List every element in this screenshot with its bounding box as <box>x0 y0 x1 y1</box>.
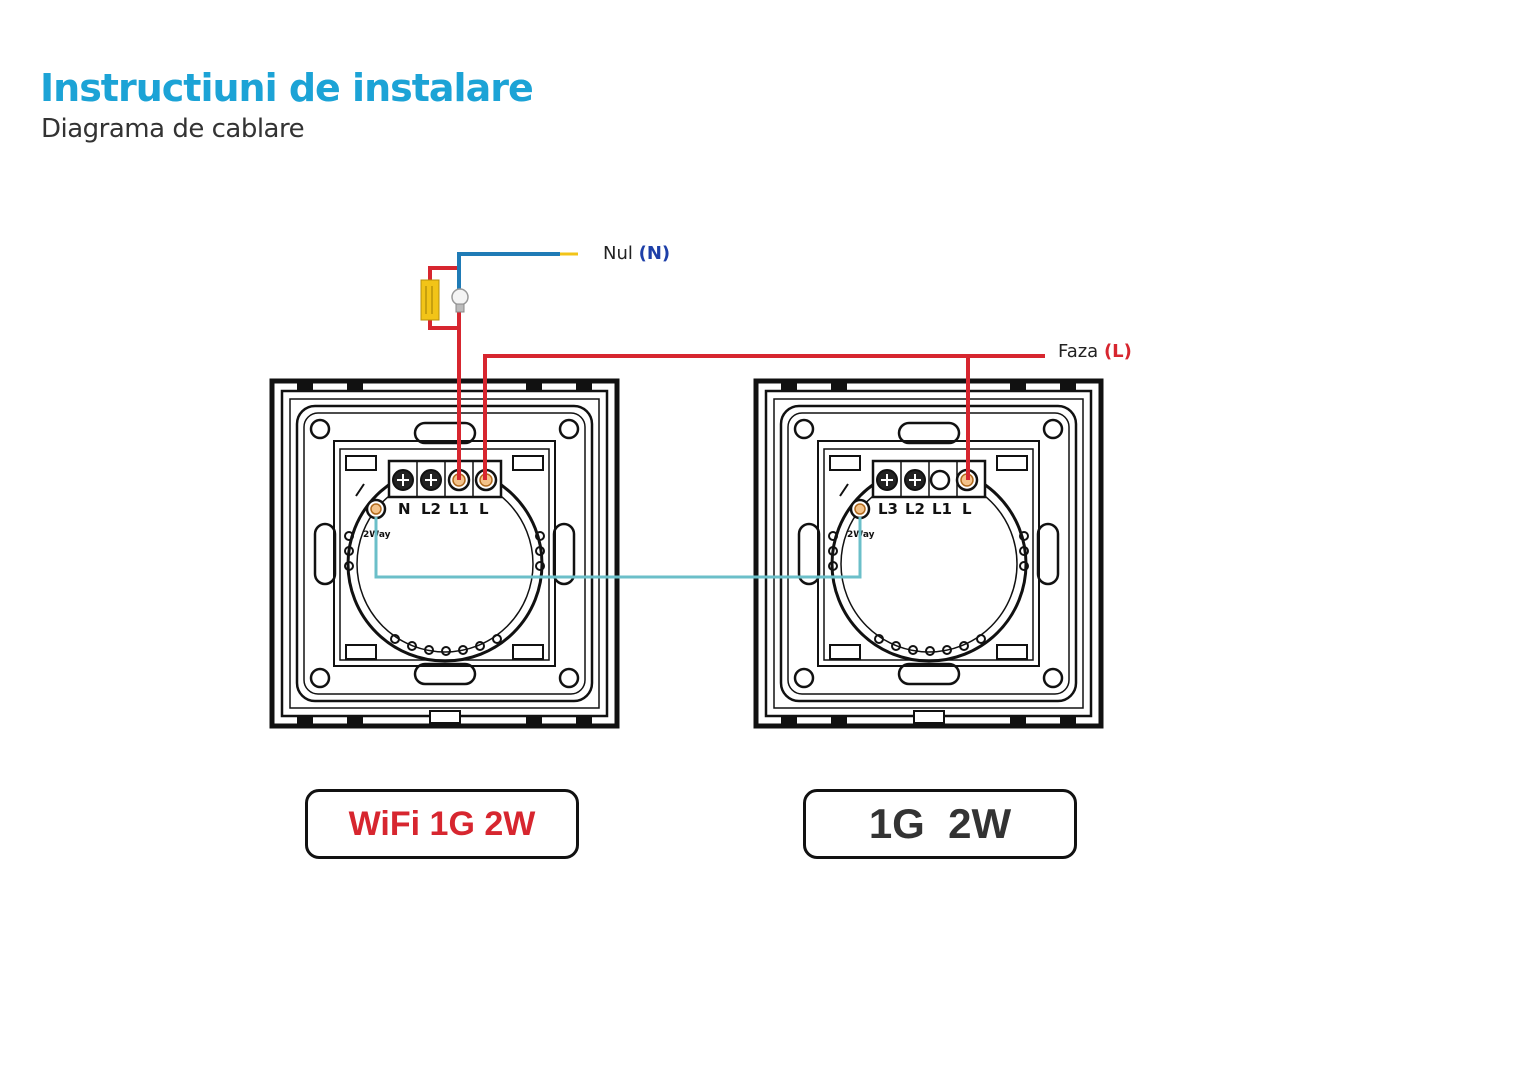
wifi-switch-badge: WiFi 1G 2W <box>305 789 579 859</box>
right-terminal-label: L1 <box>932 500 952 518</box>
page-subtitle: Diagrama de cablare <box>41 114 305 144</box>
light-bulb-icon <box>451 288 469 313</box>
right-terminal-label: L <box>962 500 972 518</box>
neutral-wire <box>457 252 560 292</box>
phase-label: Faza (L) <box>1058 341 1132 362</box>
left-terminal-label: L <box>479 500 489 518</box>
neutral-label: Nul (N) <box>603 243 670 264</box>
left-terminal-label: L1 <box>449 500 469 518</box>
right-terminal-l1-screw <box>929 469 951 491</box>
right-switch: L3 L2 L1 L 2Way <box>756 381 1101 726</box>
right-terminal-label: L2 <box>905 500 925 518</box>
right-terminal-label: L3 <box>878 500 898 518</box>
phase-wire <box>483 354 1045 480</box>
capacitor-icon <box>420 279 440 321</box>
standard-switch-badge: 1G 2W <box>803 789 1077 859</box>
left-switch: N L2 L1 L 2Way <box>272 381 617 726</box>
left-terminal-label: N <box>398 500 411 518</box>
traveler-wire <box>374 517 862 579</box>
page-title: Instructiuni de instalare <box>40 66 534 110</box>
left-terminal-label: L2 <box>421 500 441 518</box>
